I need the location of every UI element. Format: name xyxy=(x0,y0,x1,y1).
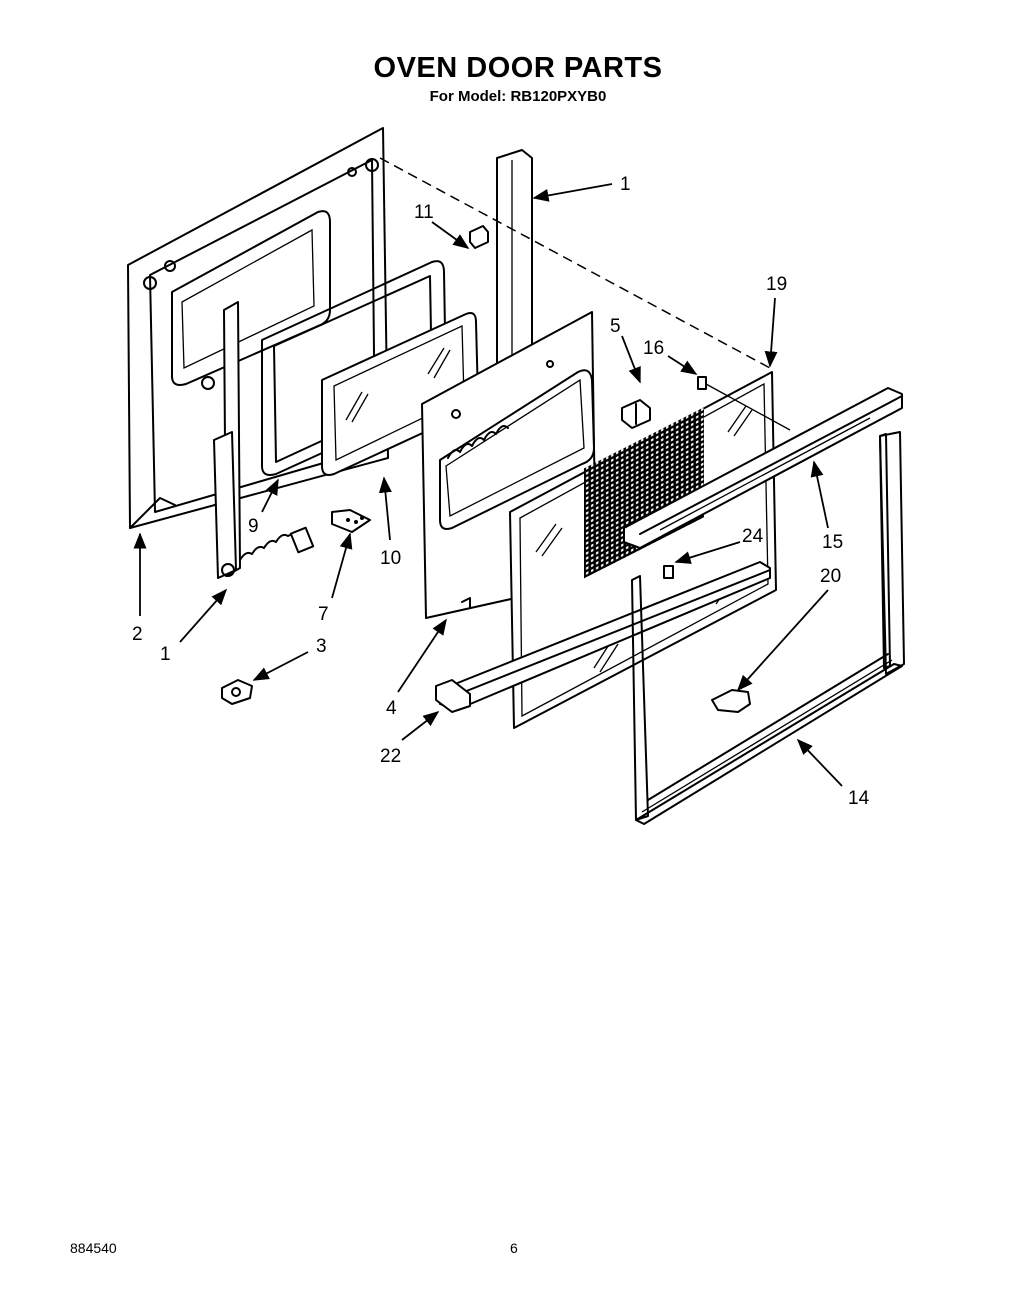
callout-16: 16 xyxy=(643,338,664,359)
callout-10: 10 xyxy=(380,548,401,569)
callout-20: 20 xyxy=(820,566,841,587)
callout-11: 11 xyxy=(414,202,434,223)
callout-24: 24 xyxy=(742,526,764,547)
leader-arrows xyxy=(133,183,843,787)
callout-5: 5 xyxy=(610,316,621,337)
part-22-bottom-trim xyxy=(435,561,771,713)
alignment-line xyxy=(379,157,771,369)
model-subtitle: For Model: RB120PXYB0 xyxy=(429,88,607,105)
callout-15: 15 xyxy=(822,532,843,553)
page-number: 6 xyxy=(510,1240,518,1256)
part-16-clip xyxy=(697,376,707,390)
callout-labels: 1 11 19 5 16 15 24 20 9 10 2 1 7 3 4 22 … xyxy=(132,174,870,809)
alignment-line-2 xyxy=(705,383,791,431)
part-11-clip xyxy=(469,225,489,249)
callout-1-hinge: 1 xyxy=(160,644,171,665)
callout-9: 9 xyxy=(248,516,259,537)
part-15-top-trim xyxy=(623,387,903,549)
callout-19: 19 xyxy=(766,274,787,295)
callout-1-channel: 1 xyxy=(620,174,631,195)
page-title: OVEN DOOR PARTS xyxy=(373,52,663,84)
callout-2: 2 xyxy=(132,624,143,645)
callout-22: 22 xyxy=(380,746,401,767)
hinge-bracket xyxy=(213,301,241,579)
part-24-clip xyxy=(663,565,674,579)
hinge-spring xyxy=(239,526,315,561)
callout-7: 7 xyxy=(318,604,329,625)
document-code: 884540 xyxy=(70,1240,117,1256)
callout-4: 4 xyxy=(386,698,397,719)
callout-14: 14 xyxy=(848,788,870,809)
part-14-frame xyxy=(631,431,905,825)
part-20-bracket xyxy=(711,689,751,713)
part-3-stop xyxy=(221,679,253,705)
callout-3: 3 xyxy=(316,636,327,657)
part-5-latch xyxy=(621,399,651,429)
part-7-plate xyxy=(331,509,371,533)
